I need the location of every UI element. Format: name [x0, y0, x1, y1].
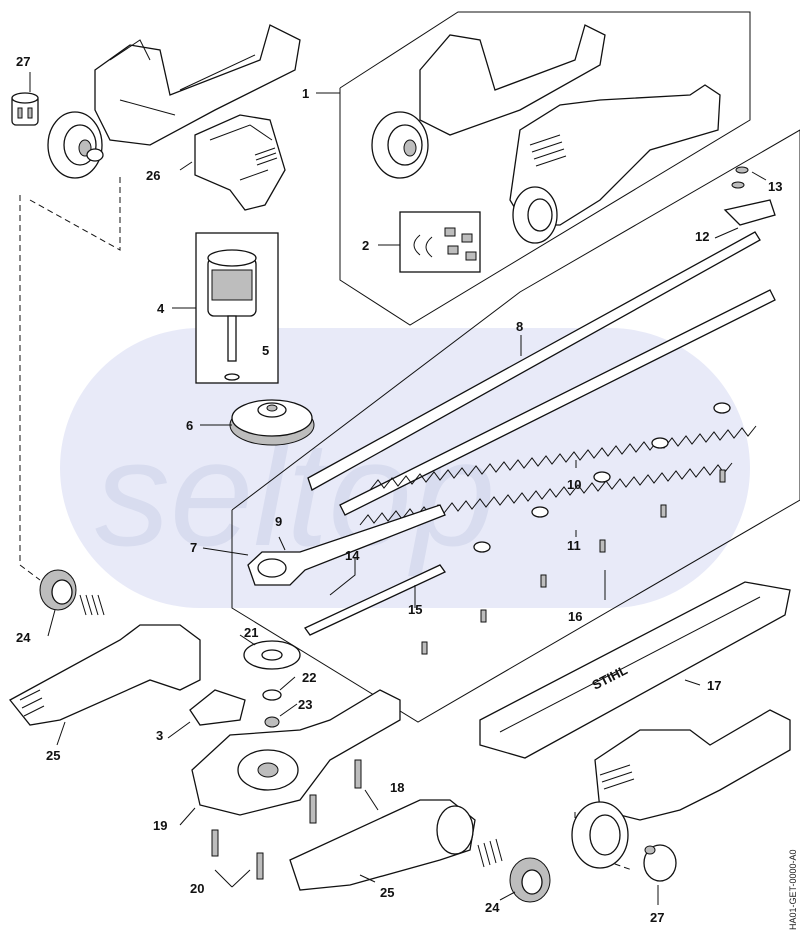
callout-21: 21: [244, 625, 258, 640]
callout-5: 5: [262, 343, 269, 358]
callout-12: 12: [695, 229, 709, 244]
gear-6: [229, 399, 315, 446]
callout-24-bottom: 24: [485, 900, 500, 915]
gear-spring-24-bottom: [477, 838, 551, 903]
callout-8: 8: [516, 319, 523, 334]
kit-outline: [339, 11, 751, 326]
callout-19: 19: [153, 818, 167, 833]
housing-shell-kit: [509, 84, 721, 244]
cap-27-bottom: [643, 844, 677, 882]
callout-11: 11: [567, 538, 581, 553]
callout-24-left: 24: [16, 630, 31, 645]
housing-19: [191, 689, 401, 816]
ring-22: [262, 689, 282, 701]
callout-27-bottom: 27: [650, 910, 664, 925]
guide-plate-15: [304, 564, 446, 636]
callout-17: 17: [707, 678, 721, 693]
brush-set-2: [399, 211, 481, 273]
callout-22: 22: [302, 670, 316, 685]
housing-frame-top: [47, 24, 301, 179]
callout-25-bottom: 25: [380, 885, 394, 900]
callout-16: 16: [568, 609, 582, 624]
motor-4: [195, 232, 279, 384]
callout-14: 14: [345, 548, 360, 563]
callout-10: 10: [567, 477, 581, 492]
screws-18: [309, 759, 362, 824]
callout-labels: 1 2 3 4 5 6 7 8 9 10 11 12 13 14 15 16 1…: [16, 54, 782, 925]
lever-7: [247, 504, 446, 586]
callout-26: 26: [146, 168, 160, 183]
callout-23: 23: [298, 697, 312, 712]
callout-2: 2: [362, 238, 369, 253]
callout-20: 20: [190, 881, 204, 896]
blade-assembly-outline: [231, 129, 800, 723]
callout-9: 9: [275, 514, 282, 529]
callout-27-top: 27: [16, 54, 30, 69]
washer-21: [243, 640, 301, 670]
callout-15: 15: [408, 602, 422, 617]
gear-spring-24-left: [39, 569, 105, 616]
leader-lines: [29, 72, 767, 905]
blade-rail-8: [307, 231, 761, 491]
handle-25-bottom: [289, 799, 476, 891]
callout-7: 7: [190, 540, 197, 555]
callout-25-left: 25: [46, 748, 60, 763]
cutter-blades: [339, 289, 776, 526]
callout-6: 6: [186, 418, 193, 433]
screws-13: [731, 166, 749, 189]
callout-18: 18: [390, 780, 404, 795]
housing-frame-kit: [371, 24, 606, 179]
screws-16: [421, 469, 726, 655]
callout-3: 3: [156, 728, 163, 743]
cap-27-top: [11, 92, 39, 126]
part-3: [189, 689, 246, 726]
stop-12: [723, 199, 776, 226]
guide-line-top: [29, 175, 121, 251]
drawing-code: HA01-GET-0000-A0: [788, 849, 798, 930]
housing-bottom-right: [571, 709, 791, 869]
callout-13: 13: [768, 179, 782, 194]
handle-25-left: [9, 624, 201, 726]
callout-4: 4: [157, 301, 165, 316]
nut-23: [264, 716, 280, 728]
screws-20: [211, 829, 264, 880]
guide-line-left: [19, 195, 41, 581]
cover-26: [194, 114, 286, 211]
callout-1: 1: [302, 86, 309, 101]
blade-guard-17: STIHL: [479, 581, 791, 759]
washers-10-11: [473, 402, 731, 553]
